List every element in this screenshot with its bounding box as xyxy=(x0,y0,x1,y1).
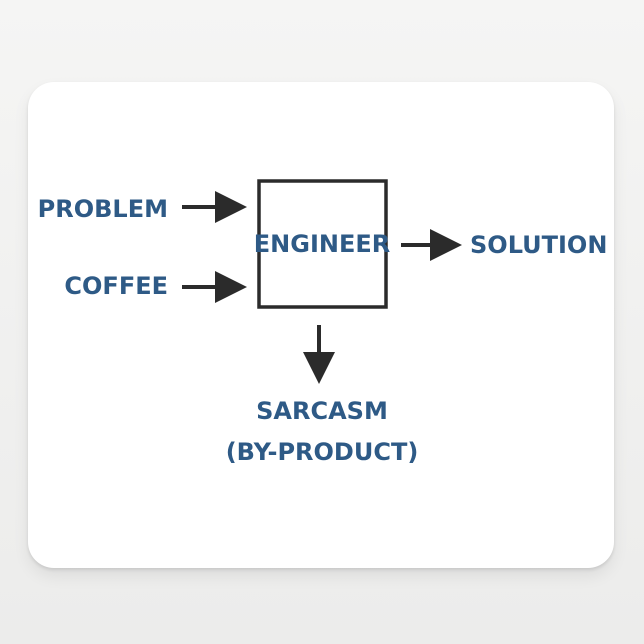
input-label-coffee: COFFEE xyxy=(64,272,168,300)
output-label-solution: SOLUTION xyxy=(470,231,607,259)
input-label-problem: PROBLEM xyxy=(38,195,168,223)
engineer-box xyxy=(257,179,388,309)
byproduct-label-note: (BY-PRODUCT) xyxy=(226,438,419,466)
byproduct-label-sarcasm: SARCASM xyxy=(256,397,388,425)
engineer-label: ENGINEER xyxy=(254,230,390,258)
